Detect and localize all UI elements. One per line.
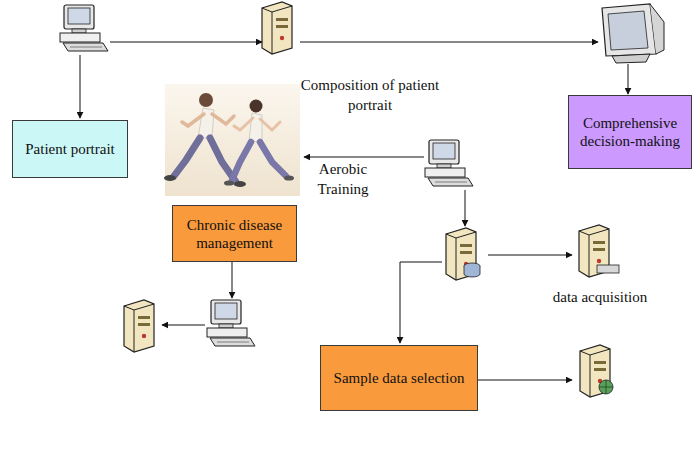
node-text: Sample data selection — [334, 369, 465, 387]
annotation-label: data acquisition — [540, 288, 660, 308]
node-text: Comprehensive decision-making — [573, 114, 687, 150]
node-text: Patient portrait — [25, 140, 115, 158]
process-box: Sample data selection — [320, 345, 478, 411]
process-box: Chronic disease management — [172, 205, 297, 262]
node-text: Chronic disease management — [177, 216, 292, 252]
annotation-label: Aerobic Training — [300, 160, 386, 199]
annotation-label: Composition of patient portrait — [285, 76, 455, 115]
monitor-icon — [602, 4, 664, 63]
runners-picture — [164, 84, 300, 196]
process-box: Comprehensive decision-making — [568, 95, 692, 169]
process-box: Patient portrait — [12, 120, 128, 178]
